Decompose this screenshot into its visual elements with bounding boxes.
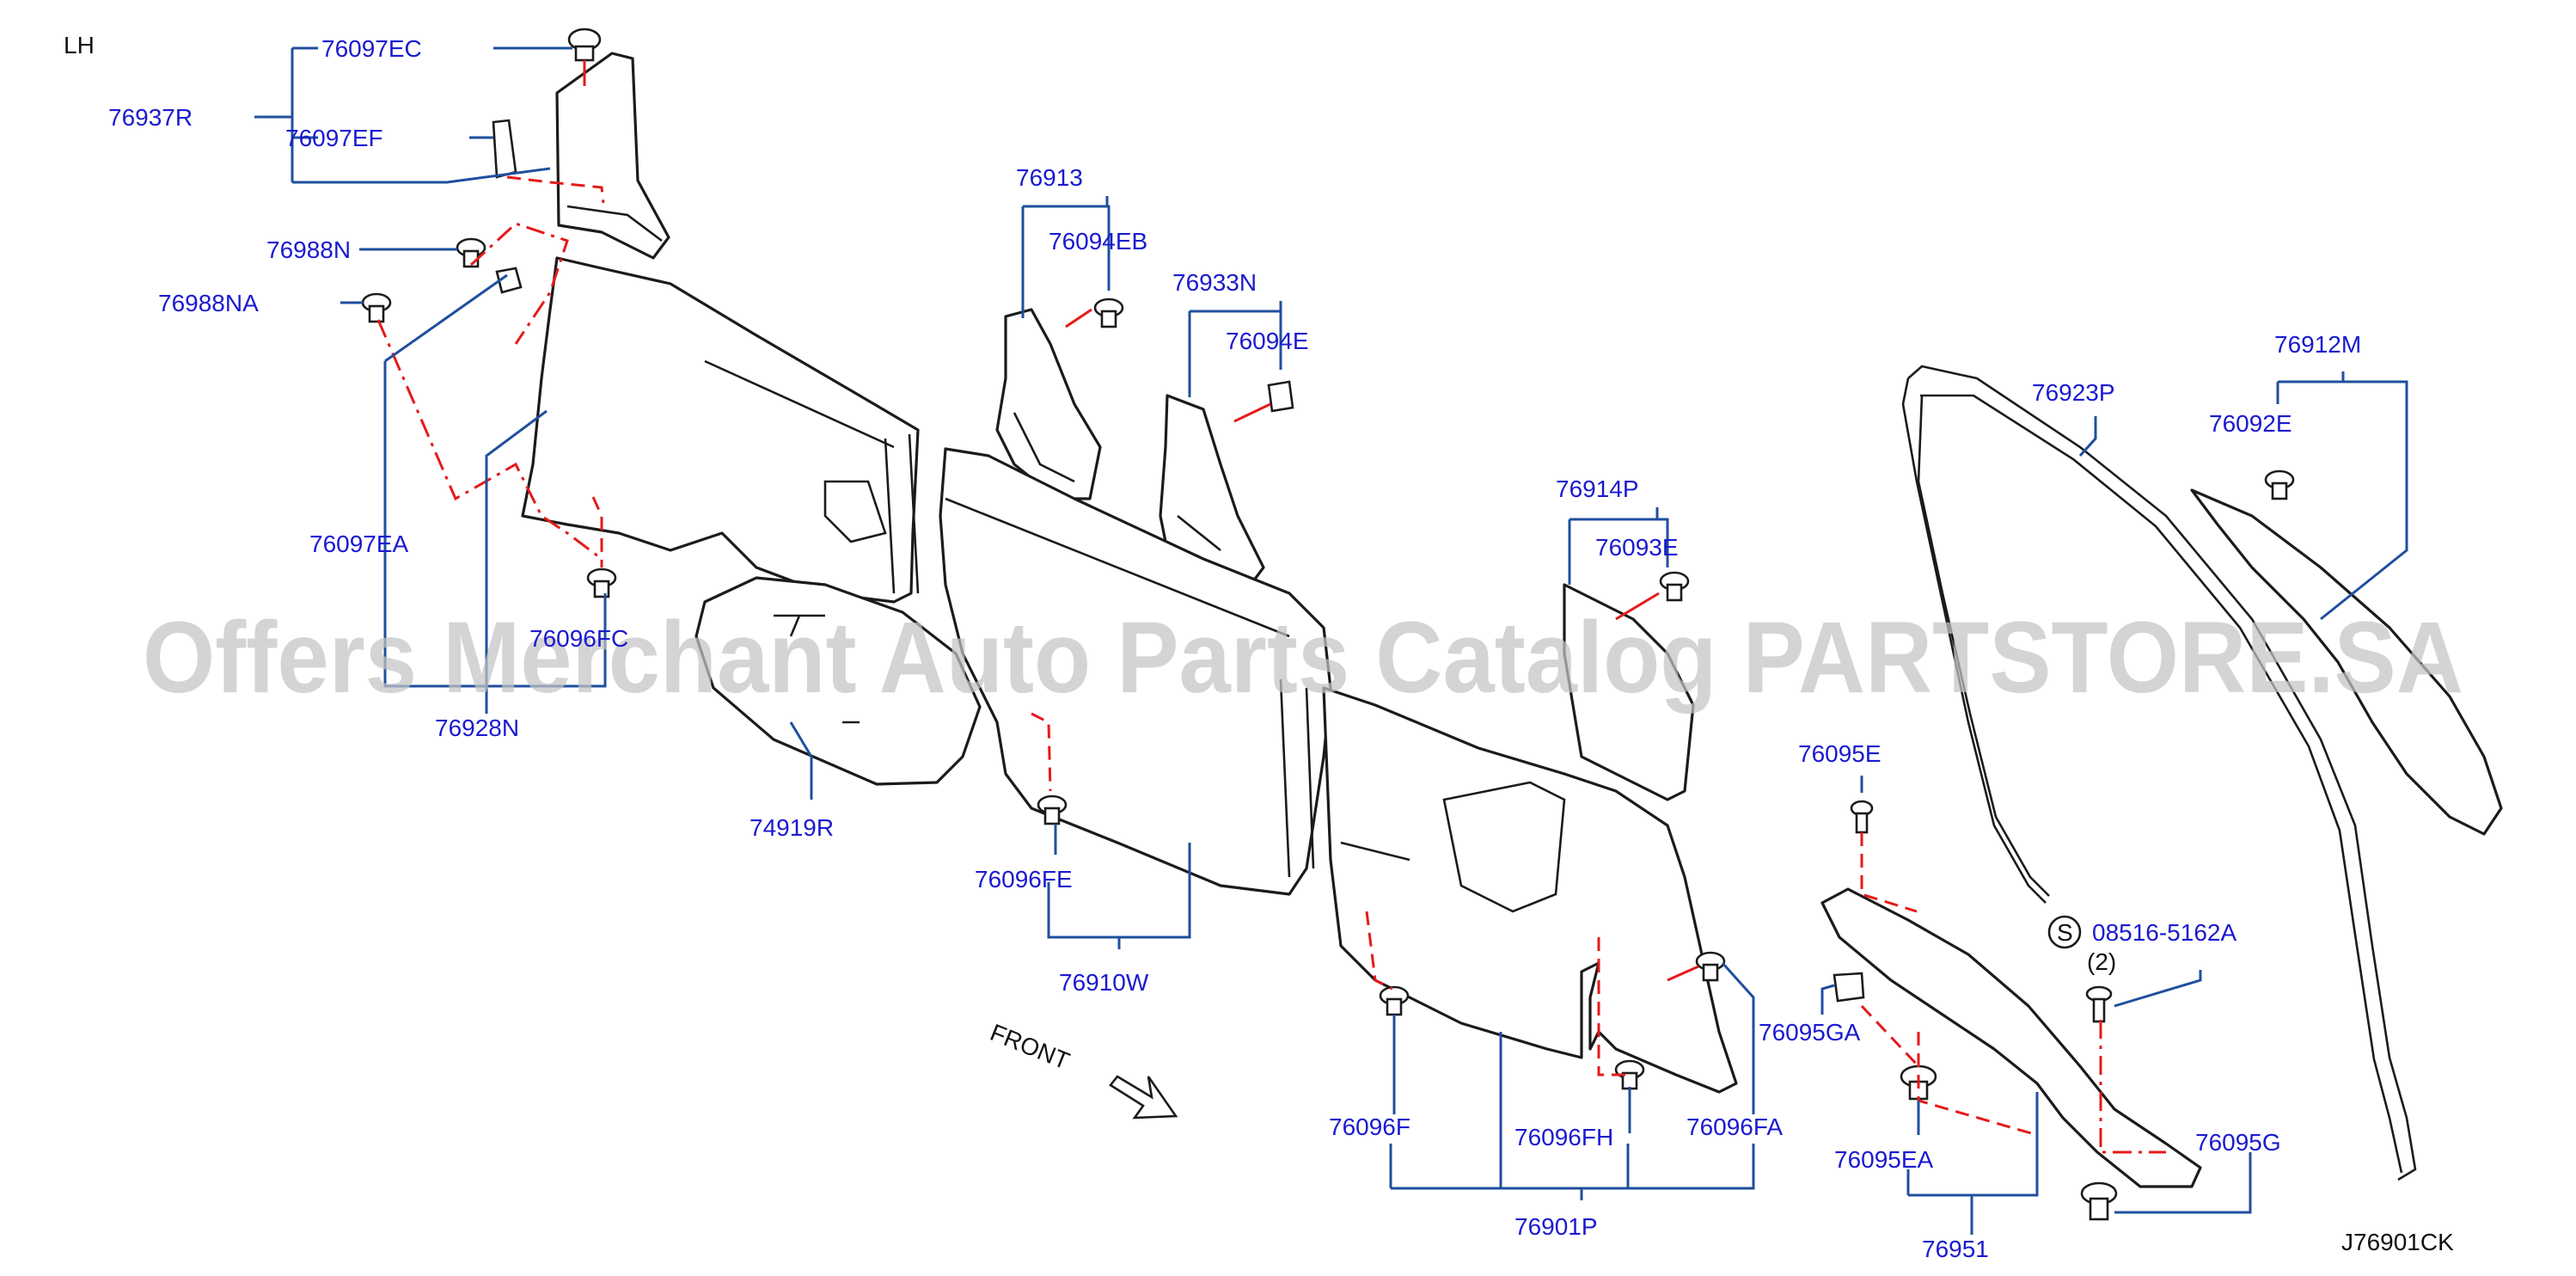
clip-icon-76096fa: [1695, 951, 1726, 982]
part-label-76094eb: 76094EB: [1049, 228, 1147, 255]
part-label-76096fe: 76096FE: [975, 866, 1073, 893]
leader-lines: [254, 46, 2408, 1235]
part-label-76988n: 76988N: [266, 236, 351, 263]
upper-side-panel-76928n: [521, 256, 920, 604]
front-label: FRONT: [987, 1019, 1074, 1075]
clip-icon-76096fe: [1037, 794, 1068, 825]
screw-icon-76095e: [1850, 800, 1874, 834]
clip-icon-76095ga: [1833, 972, 1865, 1003]
pillar-trim-76913: [995, 308, 1102, 500]
hatch-trim-76912m: [2190, 488, 2503, 836]
part-label-74919r: 74919R: [750, 814, 834, 841]
center-side-panel-76910w: [939, 447, 1332, 896]
part-label-76094e: 76094E: [1226, 328, 1309, 354]
clip-icon-76094e: [1267, 380, 1294, 413]
part-label-76914p: 76914P: [1556, 475, 1639, 502]
clip-icon-76092e: [2264, 469, 2295, 500]
clip-icon-76093e: [1659, 571, 1690, 602]
part-label-76095ea: 76095EA: [1834, 1146, 1934, 1173]
part-label-76095ga: 76095GA: [1759, 1019, 1861, 1046]
screw-qty-label: (2): [2087, 948, 2116, 975]
part-label-08516-5162a: 08516-5162A: [2092, 919, 2236, 946]
pillar-trim-76937r: [555, 52, 670, 260]
diagram-code: J76901CK: [2341, 1229, 2454, 1255]
part-label-76928n: 76928N: [435, 715, 519, 741]
watermark-text: Offers Merchant Auto Parts Catalog PARTS…: [143, 601, 2463, 715]
part-label-76951: 76951: [1922, 1236, 1989, 1262]
floor-tray-74919r: [694, 576, 982, 786]
part-label-76912m: 76912M: [2274, 331, 2361, 358]
part-label-76097ef: 76097EF: [285, 125, 383, 151]
install-lines: [376, 60, 2166, 1154]
clip-icon-76096fc: [586, 567, 617, 598]
part-label-76923p: 76923P: [2032, 379, 2115, 406]
lower-side-panel-76901p: [1322, 686, 1738, 1094]
part-label-76913: 76913: [1016, 164, 1083, 191]
clip-icon-76097ea: [495, 267, 523, 294]
clip-icon-76095g: [2080, 1181, 2118, 1221]
part-label-76093e: 76093E: [1595, 534, 1679, 561]
clip-icon-76097ec: [567, 28, 602, 62]
part-label-76096fh: 76096FH: [1514, 1124, 1613, 1150]
part-label-76096fa: 76096FA: [1686, 1113, 1783, 1140]
part-label-76095e: 76095E: [1798, 740, 1882, 767]
part-label-76910w: 76910W: [1059, 969, 1149, 996]
part-label-76988na: 76988NA: [158, 290, 259, 316]
screw-symbol-icon: [2047, 915, 2082, 949]
screw-symbol-label: S: [2057, 919, 2073, 946]
part-label-76097ec: 76097EC: [321, 35, 422, 62]
part-label-76937r: 76937R: [108, 104, 193, 131]
part-label-76097ea: 76097EA: [309, 531, 409, 557]
screw-icon-08516: [2085, 985, 2113, 1023]
clip-icon-76097ef: [492, 119, 517, 179]
sill-trim-76951: [1820, 887, 2202, 1188]
clip-icon-76988na: [361, 292, 392, 323]
clip-icon-76094eb: [1093, 298, 1124, 328]
part-label-76096fc: 76096FC: [529, 625, 628, 652]
part-label-76933n: 76933N: [1172, 269, 1257, 296]
part-label-76901p: 76901P: [1514, 1213, 1598, 1240]
clip-icon-76096f: [1379, 985, 1410, 1016]
clip-icon-76988n: [456, 237, 486, 268]
front-direction-arrow: [1109, 1075, 1178, 1120]
weatherstrip-76923p: [1901, 365, 2417, 1181]
part-label-76096f: 76096F: [1329, 1113, 1410, 1140]
side-label: LH: [64, 32, 95, 58]
part-label-76095g: 76095G: [2195, 1129, 2281, 1156]
part-label-76092e: 76092E: [2209, 410, 2292, 437]
clip-icon-76096fh: [1614, 1059, 1645, 1090]
